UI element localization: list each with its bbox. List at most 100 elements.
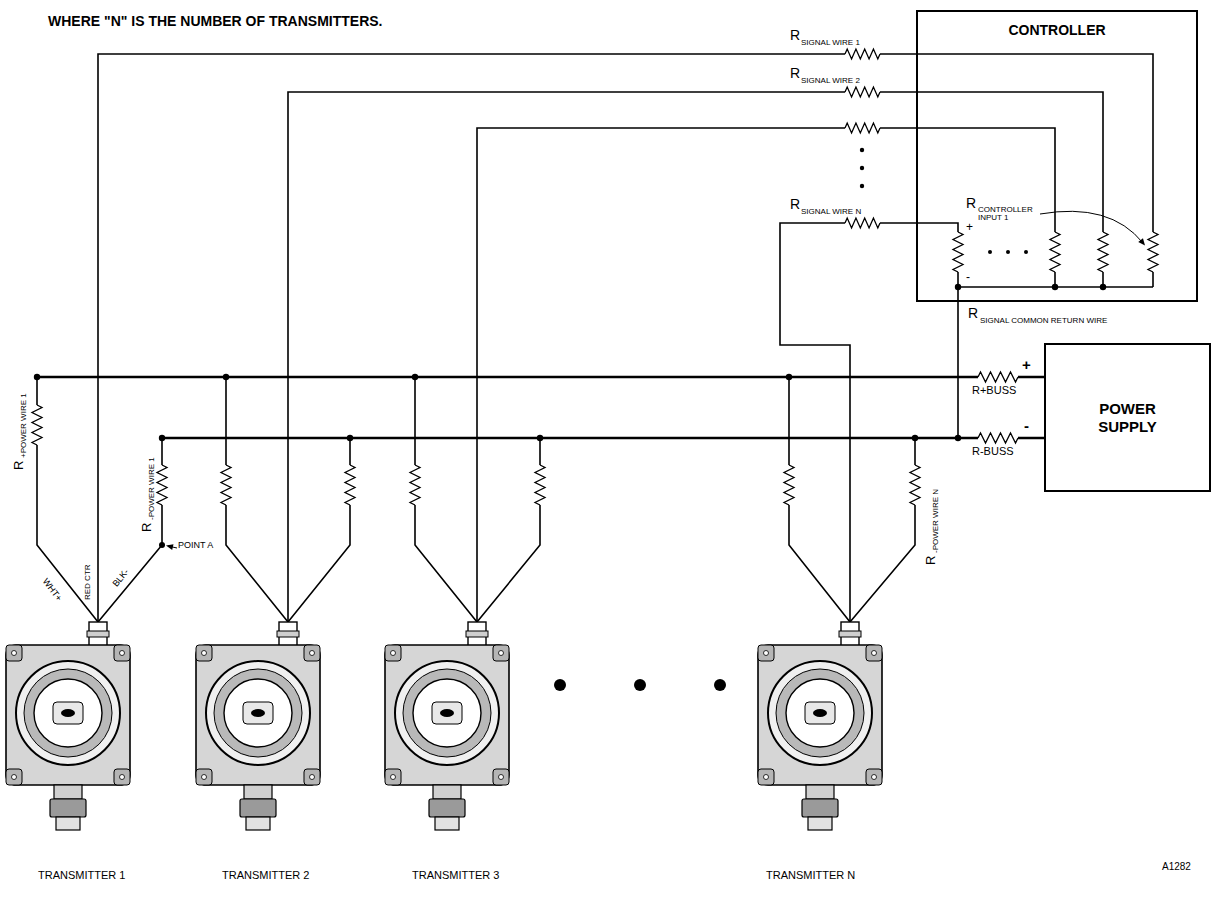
conduit-band bbox=[87, 631, 109, 637]
resistor-symbol bbox=[221, 465, 231, 505]
power-supply-box: POWER SUPPLY bbox=[1044, 343, 1211, 492]
resistor-ground bbox=[1048, 232, 1062, 272]
mounting-ear bbox=[196, 645, 212, 661]
mounting-ear bbox=[866, 645, 882, 661]
conduit-band bbox=[277, 631, 299, 637]
transmitter-label: TRANSMITTER 2 bbox=[222, 870, 309, 881]
resistor-label: R bbox=[790, 28, 800, 42]
mounting-ear bbox=[6, 645, 22, 661]
junction-dot bbox=[159, 542, 165, 548]
resistor-label: R bbox=[968, 306, 978, 320]
mounting-hole bbox=[120, 651, 125, 656]
wire-color-label: WHT+ bbox=[41, 577, 64, 603]
resistor-ground bbox=[978, 431, 1018, 445]
resistor-symbol bbox=[1050, 232, 1060, 272]
resistor-ground bbox=[845, 47, 880, 61]
resistor-symbol bbox=[1148, 232, 1158, 272]
resistor-symbol bbox=[410, 465, 420, 505]
display bbox=[53, 702, 83, 724]
resistor-label: R bbox=[12, 461, 25, 470]
junction-dot bbox=[1024, 250, 1028, 254]
junction-dot bbox=[912, 435, 918, 441]
junction-dot bbox=[860, 148, 864, 152]
resistor-ground bbox=[908, 465, 922, 505]
display-mark bbox=[61, 709, 75, 717]
resistor-ground bbox=[951, 232, 965, 272]
leader-arrowhead bbox=[166, 544, 173, 550]
resistor-label: + bbox=[966, 221, 973, 233]
junction-dot bbox=[159, 435, 165, 441]
resistor-symbol bbox=[845, 123, 880, 133]
junction-dot bbox=[860, 184, 864, 188]
mounting-hole bbox=[499, 775, 504, 780]
mounting-ear bbox=[866, 769, 882, 785]
resistor-symbol bbox=[978, 433, 1018, 443]
resistor-ground bbox=[219, 465, 233, 505]
resistor-symbol bbox=[535, 465, 545, 505]
cover-ring bbox=[395, 661, 499, 765]
wire bbox=[226, 377, 288, 622]
resistor-ground bbox=[782, 465, 796, 505]
junction-dot bbox=[634, 679, 646, 691]
resistor-ground bbox=[845, 121, 880, 135]
transmitter-housing bbox=[385, 645, 509, 785]
resistor-symbol bbox=[978, 372, 1018, 382]
wire bbox=[477, 438, 540, 622]
mounting-hole bbox=[310, 775, 315, 780]
mounting-hole bbox=[12, 775, 17, 780]
cover-ring bbox=[16, 661, 120, 765]
wire-color-label: RED CTR bbox=[84, 564, 92, 600]
resistor-label: R bbox=[966, 196, 976, 210]
mounting-ear bbox=[196, 769, 212, 785]
cover-ring bbox=[24, 669, 112, 757]
cover-ring bbox=[206, 661, 310, 765]
window bbox=[786, 679, 854, 747]
resistor-label: R+BUSS bbox=[972, 385, 1016, 396]
resistor-symbol bbox=[845, 218, 880, 228]
window bbox=[224, 679, 292, 747]
transmitter-label: TRANSMITTER 3 bbox=[412, 870, 499, 881]
mounting-ear bbox=[385, 645, 401, 661]
resistor-symbol bbox=[910, 465, 920, 505]
wire bbox=[288, 438, 350, 622]
transmitter-label: TRANSMITTER N bbox=[766, 870, 855, 881]
resistor-label: - bbox=[966, 271, 970, 283]
drawing-number: A1282 bbox=[1162, 862, 1191, 872]
controller-box: CONTROLLER bbox=[916, 10, 1198, 302]
junction-dot bbox=[955, 435, 961, 441]
junction-dot bbox=[955, 284, 961, 290]
resistor-label: SIGNAL WIRE 1 bbox=[801, 39, 860, 47]
junction-dot bbox=[554, 679, 566, 691]
mounting-ear bbox=[304, 769, 320, 785]
window bbox=[34, 679, 102, 747]
resistor-symbol bbox=[345, 465, 355, 505]
resistor-label: R bbox=[790, 66, 800, 80]
resistor-ground bbox=[343, 465, 357, 505]
cover-ring bbox=[214, 669, 302, 757]
fitting bbox=[56, 817, 80, 830]
mounting-hole bbox=[764, 651, 769, 656]
mounting-ear bbox=[385, 769, 401, 785]
cover-ring bbox=[776, 669, 864, 757]
junction-dot bbox=[860, 166, 864, 170]
resistor-label: R bbox=[140, 523, 153, 532]
resistor-ground bbox=[1146, 232, 1160, 272]
resistor-ground bbox=[845, 85, 880, 99]
mounting-ear bbox=[493, 645, 509, 661]
display-mark bbox=[251, 709, 265, 717]
mounting-ear bbox=[758, 645, 774, 661]
mounting-ear bbox=[6, 769, 22, 785]
leader-arrowhead bbox=[1138, 238, 1145, 245]
fitting-nut bbox=[429, 799, 465, 817]
point-label: POINT A bbox=[178, 541, 213, 550]
wire bbox=[415, 377, 477, 622]
resistor-label: +POWER WIRE 1 bbox=[20, 393, 28, 458]
resistor-symbol bbox=[845, 87, 880, 97]
fitting bbox=[433, 785, 461, 799]
mounting-hole bbox=[764, 775, 769, 780]
junction-dot bbox=[412, 374, 418, 380]
resistor-label: -POWER WIRE 1 bbox=[148, 457, 156, 520]
